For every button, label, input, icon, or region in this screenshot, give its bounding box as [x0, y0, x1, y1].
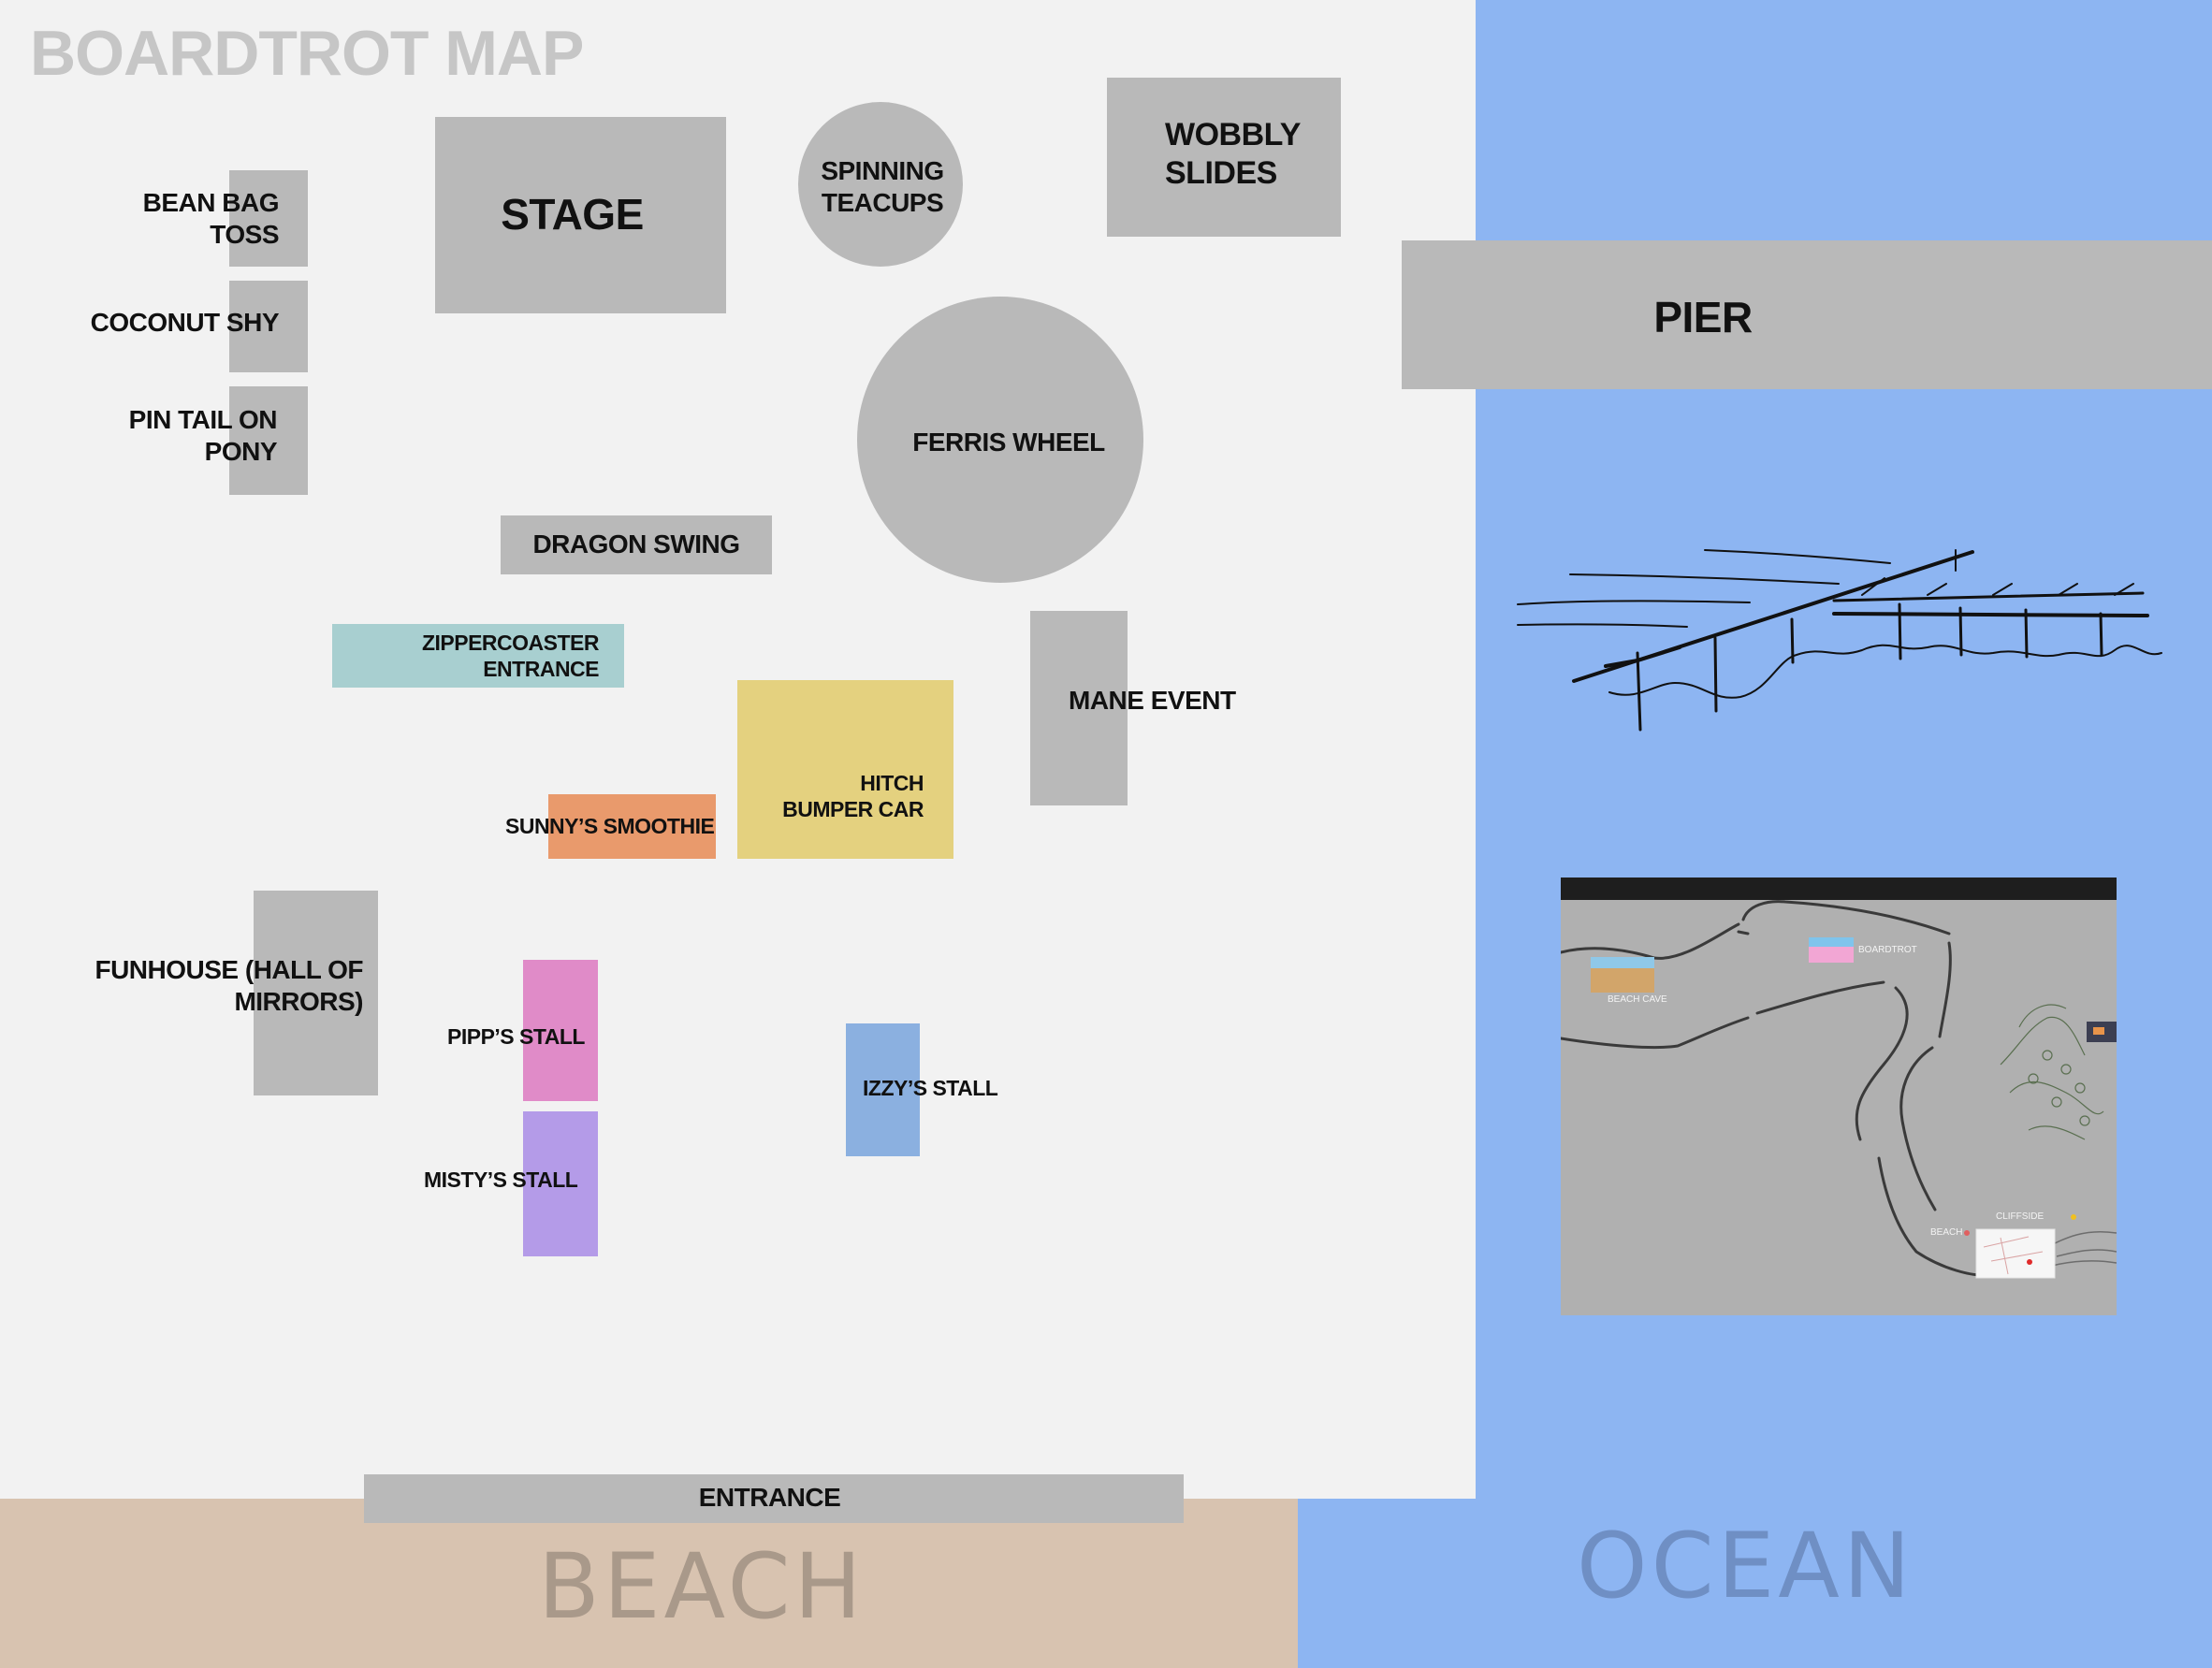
- zippercoaster-entrance[interactable]: [332, 624, 624, 688]
- beach-label: BEACH: [538, 1534, 866, 1639]
- inset-map-titlebar: [1561, 878, 2117, 900]
- inset-label-beach-cave: BEACH CAVE: [1608, 994, 1667, 1005]
- inset-label-cliffside: CLIFFSIDE: [1996, 1211, 2045, 1222]
- hitch-bumper-car[interactable]: [737, 680, 953, 859]
- wobbly-slides[interactable]: [1107, 78, 1341, 237]
- inset-label-beach: BEACH: [1930, 1227, 1963, 1238]
- pier-sketch-icon: [1517, 549, 2162, 732]
- pin-tail-on-pony-booth[interactable]: [229, 386, 308, 495]
- coconut-shy-label: COCONUT SHY: [90, 308, 280, 337]
- izzys-stall[interactable]: [846, 1023, 920, 1156]
- ferris-wheel-label: FERRIS WHEEL: [912, 428, 1105, 457]
- dragon-swing[interactable]: [501, 515, 772, 574]
- ocean-label: OCEAN: [1577, 1514, 1914, 1618]
- pipps-stall[interactable]: [523, 960, 598, 1101]
- map-title: BOARDTROT MAP: [30, 18, 584, 89]
- sunnys-smoothie-label: SUNNY’S SMOOTHIE: [505, 814, 715, 838]
- inset-label-boardtrot: BOARDTROT: [1858, 945, 1917, 955]
- pipps-stall-label: PIPP’S STALL: [447, 1024, 585, 1049]
- bean-bag-toss-booth[interactable]: [229, 170, 308, 267]
- pier-label: PIER: [1653, 293, 1753, 341]
- mistys-stall-label: MISTY’S STALL: [424, 1168, 578, 1192]
- coconut-shy-booth[interactable]: [229, 281, 308, 372]
- inset-map[interactable]: BEACH CAVE BOARDTROT CLIFFSIDE BEACH: [1561, 878, 2117, 1315]
- stage-label: STAGE: [501, 190, 644, 239]
- dragon-swing-label: DRAGON SWING: [532, 529, 740, 558]
- ferris-wheel[interactable]: [857, 297, 1143, 583]
- inset-map-paths: [1561, 900, 2117, 1279]
- izzys-stall-label: IZZY’S STALL: [863, 1076, 998, 1100]
- mistys-stall[interactable]: [523, 1111, 598, 1256]
- sunnys-smoothie[interactable]: [548, 794, 716, 859]
- entrance[interactable]: [364, 1474, 1184, 1523]
- entrance-label: ENTRANCE: [698, 1483, 841, 1512]
- mane-event-label: MANE EVENT: [1069, 686, 1236, 715]
- ocean-area-lower: [1297, 1499, 1476, 1668]
- spinning-teacups[interactable]: [798, 102, 963, 267]
- mane-event[interactable]: [1030, 611, 1128, 805]
- funhouse[interactable]: [254, 891, 378, 1095]
- stage[interactable]: [435, 117, 726, 313]
- beach-area: [0, 1499, 1298, 1668]
- pier[interactable]: [1402, 240, 2212, 389]
